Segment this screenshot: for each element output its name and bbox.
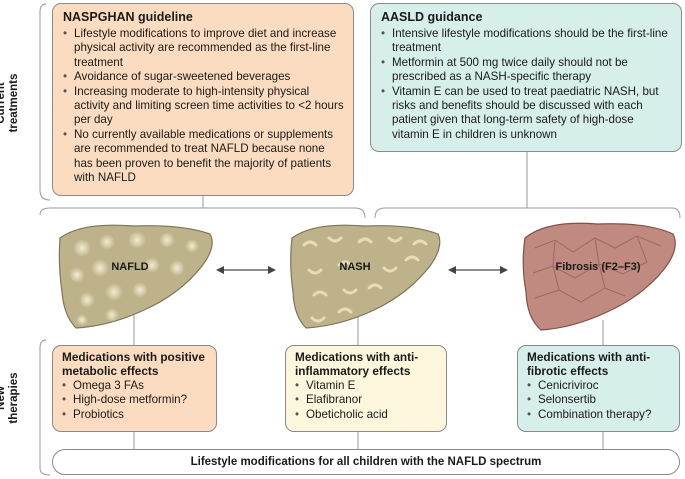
aasld-title: AASLD guidance bbox=[381, 10, 483, 24]
anti-fibrotic-list: Cenicriviroc Selonsertib Combination the… bbox=[527, 379, 673, 423]
list-item: No currently available medications or su… bbox=[63, 128, 345, 186]
list-item: Omega 3 FAs bbox=[62, 379, 210, 394]
list-item: Metformin at 500 mg twice daily should n… bbox=[381, 56, 673, 85]
anti-fibrotic-medications-box: Medications with anti-fibrotic effects C… bbox=[517, 345, 680, 432]
list-item: Increasing moderate to high-intensity ph… bbox=[63, 85, 345, 128]
naspghan-guideline-box: NASPGHAN guideline Lifestyle modificatio… bbox=[52, 3, 354, 196]
metabolic-list: Omega 3 FAs High-dose metformin? Probiot… bbox=[62, 379, 210, 423]
list-item: Lifestyle modifications to improve diet … bbox=[63, 27, 345, 70]
aasld-guidance-box: AASLD guidance Intensive lifestyle modif… bbox=[370, 3, 682, 152]
list-item: Combination therapy? bbox=[527, 408, 673, 423]
nafld-liver-illustration bbox=[58, 224, 213, 329]
naspghan-title: NASPGHAN guideline bbox=[63, 10, 193, 24]
metabolic-medications-box: Medications with positive metabolic effe… bbox=[52, 345, 217, 432]
new-therapies-label-line1: New bbox=[0, 386, 7, 410]
list-item: Avoidance of sugar-sweetened beverages bbox=[63, 70, 345, 85]
metabolic-title: Medications with positive metabolic effe… bbox=[62, 350, 205, 378]
nafld-nash-arrow-icon bbox=[216, 266, 276, 274]
current-treatments-label-line1: Current bbox=[0, 82, 7, 124]
anti-fibrotic-title: Medications with anti-fibrotic effects bbox=[527, 350, 651, 378]
anti-inflammatory-list: Vitamin E Elafibranor Obeticholic acid bbox=[295, 379, 440, 423]
list-item: High-dose metformin? bbox=[62, 393, 210, 408]
fibrosis-liver-illustration bbox=[522, 222, 676, 331]
list-item: Cenicriviroc bbox=[527, 379, 673, 394]
new-therapies-label: New therapies bbox=[0, 368, 21, 428]
lifestyle-modifications-bar: Lifestyle modifications for all children… bbox=[52, 449, 680, 475]
current-treatments-label-line2: treatments bbox=[8, 73, 20, 133]
nash-fibrosis-arrow-icon bbox=[448, 266, 508, 274]
naspghan-list: Lifestyle modifications to improve diet … bbox=[63, 27, 345, 185]
anti-inflammatory-medications-box: Medications with anti-inflammatory effec… bbox=[285, 345, 447, 432]
nash-liver-illustration bbox=[290, 224, 441, 329]
nash-label: NASH bbox=[339, 261, 371, 273]
current-treatments-label: Current treatments bbox=[0, 73, 21, 133]
new-therapies-label-line2: therapies bbox=[8, 372, 20, 424]
list-item: Elafibranor bbox=[295, 393, 440, 408]
nafld-label: NAFLD bbox=[111, 261, 149, 273]
list-item: Vitamin E can be used to treat paediatri… bbox=[381, 85, 673, 143]
fibrosis-label: Fibrosis (F2–F3) bbox=[555, 261, 641, 273]
list-item: Probiotics bbox=[62, 408, 210, 423]
anti-inflammatory-title: Medications with anti-inflammatory effec… bbox=[295, 350, 419, 378]
list-item: Intensive lifestyle modifications should… bbox=[381, 27, 673, 56]
list-item: Selonsertib bbox=[527, 393, 673, 408]
aasld-list: Intensive lifestyle modifications should… bbox=[381, 27, 673, 142]
list-item: Vitamin E bbox=[295, 379, 440, 394]
list-item: Obeticholic acid bbox=[295, 408, 440, 423]
